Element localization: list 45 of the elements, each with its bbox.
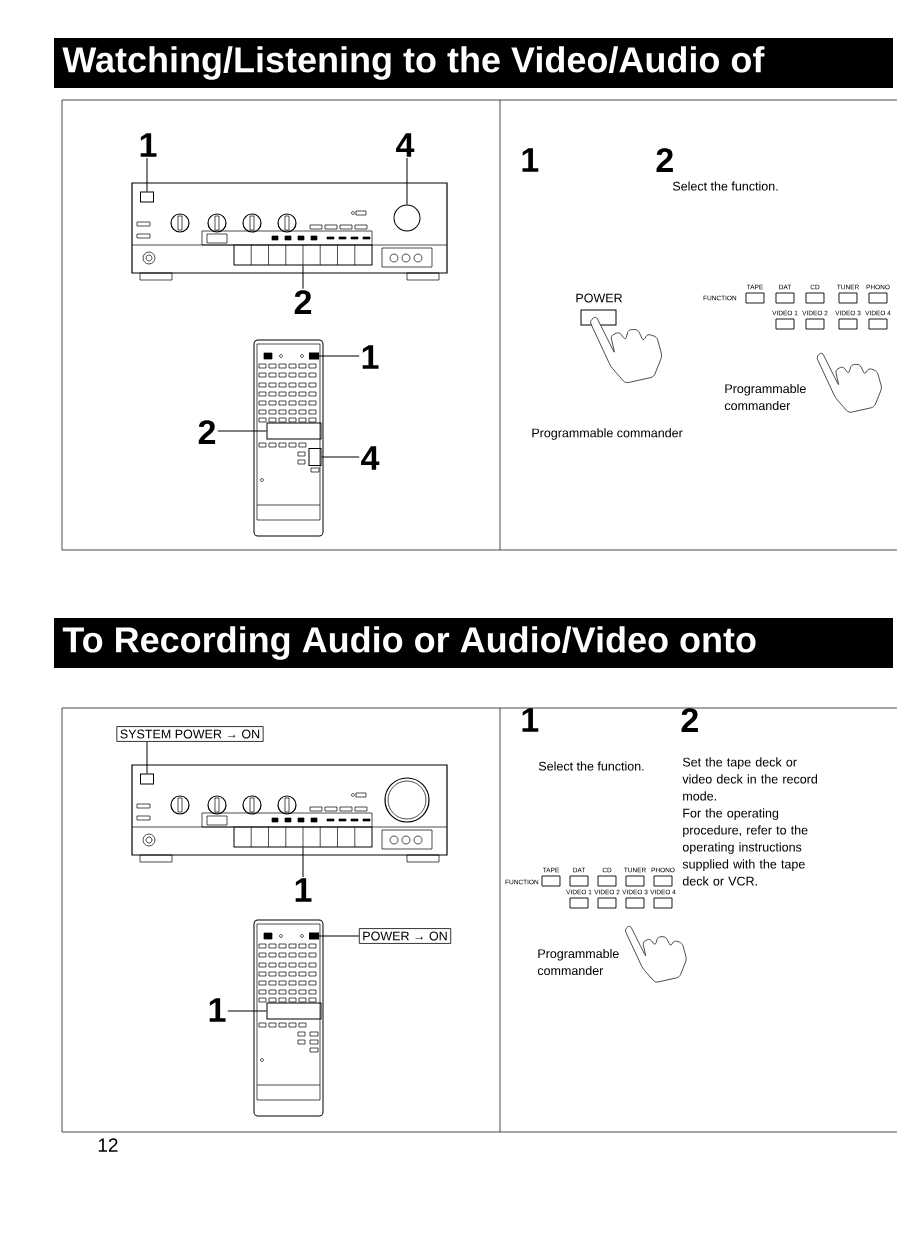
- function-keys: [266, 422, 322, 440]
- button-label: POWER: [576, 293, 623, 303]
- volume-keys: [308, 448, 322, 466]
- caption: Programmable commander: [532, 428, 683, 440]
- callout-number: 4: [396, 133, 415, 157]
- callout-number: 1: [209, 998, 226, 1022]
- label-box: POWER → ON: [358, 928, 452, 944]
- leader-line: [227, 1010, 267, 1012]
- leader-line: [217, 430, 267, 432]
- caption: Programmable commander: [537, 948, 619, 976]
- power-button: [140, 773, 154, 785]
- instruction-text: Set the tape deck or video deck in the record mode.: [682, 757, 817, 801]
- leader-line: [321, 456, 360, 458]
- selector-buttons: [233, 826, 373, 848]
- step-number: 2: [656, 148, 673, 172]
- power-button: [309, 932, 319, 940]
- callout-number: 2: [294, 290, 312, 314]
- step-number: 1: [522, 148, 539, 172]
- page-number: 12: [98, 1138, 118, 1152]
- power-button: [140, 191, 154, 203]
- instruction-text: For the operating procedure, refer to the operating instructions supplied with the tape deck or VCR.: [682, 808, 808, 886]
- heading: To Recording Audio or Audio/Video onto: [54, 618, 893, 668]
- leader-line: [406, 157, 408, 205]
- leader-line: [318, 935, 360, 937]
- callout-number: 1: [140, 133, 157, 157]
- selector-buttons: [233, 244, 373, 266]
- step-number: 2: [681, 708, 698, 732]
- callout-number: 4: [361, 446, 380, 470]
- leader-line: [302, 265, 304, 290]
- instruction-text: Select the function.: [538, 761, 644, 771]
- heading: Watching/Listening to the Video/Audio of: [54, 38, 893, 88]
- callout-number: 1: [362, 345, 379, 369]
- label-box: SYSTEM POWER → ON: [116, 726, 264, 742]
- step-number: 1: [522, 708, 539, 732]
- volume-dial: [393, 204, 421, 232]
- callout-number: 1: [295, 878, 312, 902]
- power-button: [309, 352, 319, 360]
- callout-number: 2: [198, 420, 216, 444]
- leader-line: [146, 741, 148, 774]
- leader-line: [318, 355, 360, 357]
- caption: Programmable commander: [724, 383, 806, 411]
- function-keys: [266, 1002, 322, 1020]
- leader-line: [302, 847, 304, 878]
- leader-line: [146, 157, 148, 192]
- instruction-text: Select the function.: [672, 181, 778, 191]
